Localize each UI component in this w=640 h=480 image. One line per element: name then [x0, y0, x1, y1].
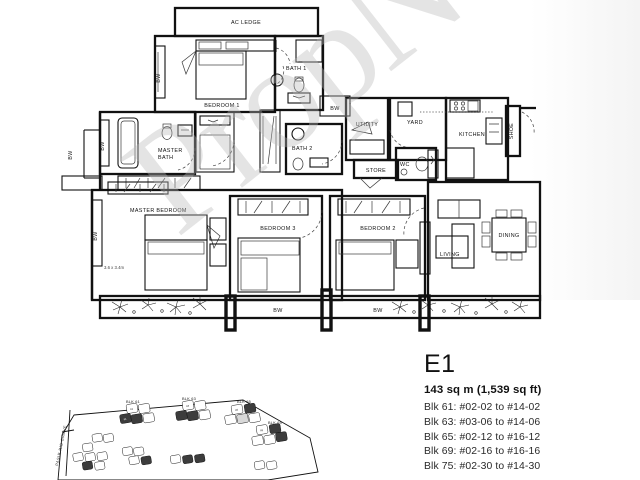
availability-row: Blk 75: #02-30 to #14-30: [424, 461, 541, 473]
blk-63-label: BLK 63: [182, 396, 196, 401]
floor-plan-drawing: AC LEDGE BW BEDROOM 1 BATH 1: [61, 6, 542, 332]
utility-label: UTILITY: [356, 122, 379, 128]
unit-area: 143 sq m (1,539 sq ft): [424, 384, 542, 396]
bw-label-bedroom1: BW: [156, 73, 162, 82]
wc-label: WC: [400, 162, 410, 168]
shoe-label: SHOE: [509, 123, 515, 139]
bedroom-1-area: BW BEDROOM 1: [153, 34, 291, 114]
ac-ledge-label: AC LEDGE: [231, 20, 261, 26]
availability-row: Blk 65: #02-12 to #16-12: [424, 431, 541, 443]
bw-label-masterbed: BW: [93, 231, 99, 240]
balcony-planter-strip: BW BW: [98, 288, 542, 332]
bath-2-label: BATH 2: [292, 146, 313, 152]
bw-label-masterbath: BW: [100, 141, 106, 150]
unit-type-code: E1: [424, 350, 456, 378]
site-plan: PASIR RIS GROVE BLK 61 61 61 BLK 63: [18, 380, 348, 480]
bedroom-2-area: BEDROOM 2: [328, 194, 427, 302]
site-block-cluster-lower: [72, 433, 278, 471]
master-wardrobe: [195, 111, 235, 173]
svg-text:63: 63: [186, 404, 190, 408]
master-bath-area: BW MASTER BATH: [98, 110, 197, 176]
living-dining-area: LIVING DINING: [419, 180, 542, 302]
site-block-61: BLK 61 61 61: [119, 399, 155, 424]
availability-row: Blk 63: #03-06 to #14-06: [424, 416, 541, 428]
bw-label-bedroom2: BW: [373, 308, 383, 314]
road-label: PASIR RIS GROVE: [54, 424, 68, 466]
site-block-65: BLK 65 65: [224, 399, 261, 425]
master-bedroom-window-top: [117, 175, 201, 191]
bedroom-1-label: BEDROOM 1: [204, 103, 240, 109]
bedroom-3-label: BEDROOM 3: [260, 226, 296, 232]
blk-65-label: BLK 65: [237, 399, 251, 404]
store-label: STORE: [366, 168, 386, 174]
road-line: [65, 409, 71, 477]
unit-availability-list: Blk 61: #02-02 to #14-02 Blk 63: #03-06 …: [424, 401, 634, 475]
master-bath-label-2: BATH: [158, 155, 173, 161]
master-bedroom-label: MASTER BEDROOM: [130, 208, 187, 214]
availability-row: Blk 61: #02-02 to #14-02: [424, 402, 541, 413]
availability-row: Blk 69: #02-16 to #16-16: [424, 446, 541, 458]
blk-61-label: BLK 61: [126, 399, 140, 404]
service-area: BW BATH 2 UTILITY STORE YARD: [259, 95, 536, 189]
bw-label-bedroom3: BW: [273, 308, 283, 314]
unit-info-panel: E1 143 sq m (1,539 sq ft) Blk 61: #02-02…: [424, 352, 634, 475]
svg-text:61: 61: [130, 407, 134, 411]
bath-1-area: BATH 1: [270, 34, 325, 112]
dining-label: DINING: [499, 233, 520, 239]
ac-ledge-area: AC LEDGE: [173, 6, 320, 38]
master-bedroom-area: BW MASTER BEDROOM 3.6 x 3.4m: [90, 188, 344, 302]
master-bath-label-1: MASTER: [158, 148, 183, 154]
svg-text:61: 61: [123, 417, 127, 421]
kitchen-label: KITCHEN: [459, 132, 485, 138]
yard-label: YARD: [407, 120, 423, 126]
bw-label-left: BW: [68, 150, 74, 159]
exterior-walls: BW: [61, 112, 169, 300]
living-label: LIVING: [440, 252, 460, 258]
bedroom-3-area: BEDROOM 3: [228, 194, 324, 302]
site-block-63: BLK 63 63: [175, 396, 211, 421]
site-block-69: BLK 69 69: [251, 420, 288, 446]
bath-1-label: BATH 1: [286, 66, 307, 72]
master-bedroom-dimension: 3.6 x 3.4m: [104, 265, 124, 270]
bedroom-2-label: BEDROOM 2: [360, 226, 396, 232]
svg-text:69: 69: [260, 428, 264, 432]
blk-69-label: BLK 69: [268, 420, 282, 425]
bw-label-corridor: BW: [330, 106, 340, 112]
page-edge-shading: [530, 0, 640, 300]
svg-text:65: 65: [235, 408, 239, 412]
